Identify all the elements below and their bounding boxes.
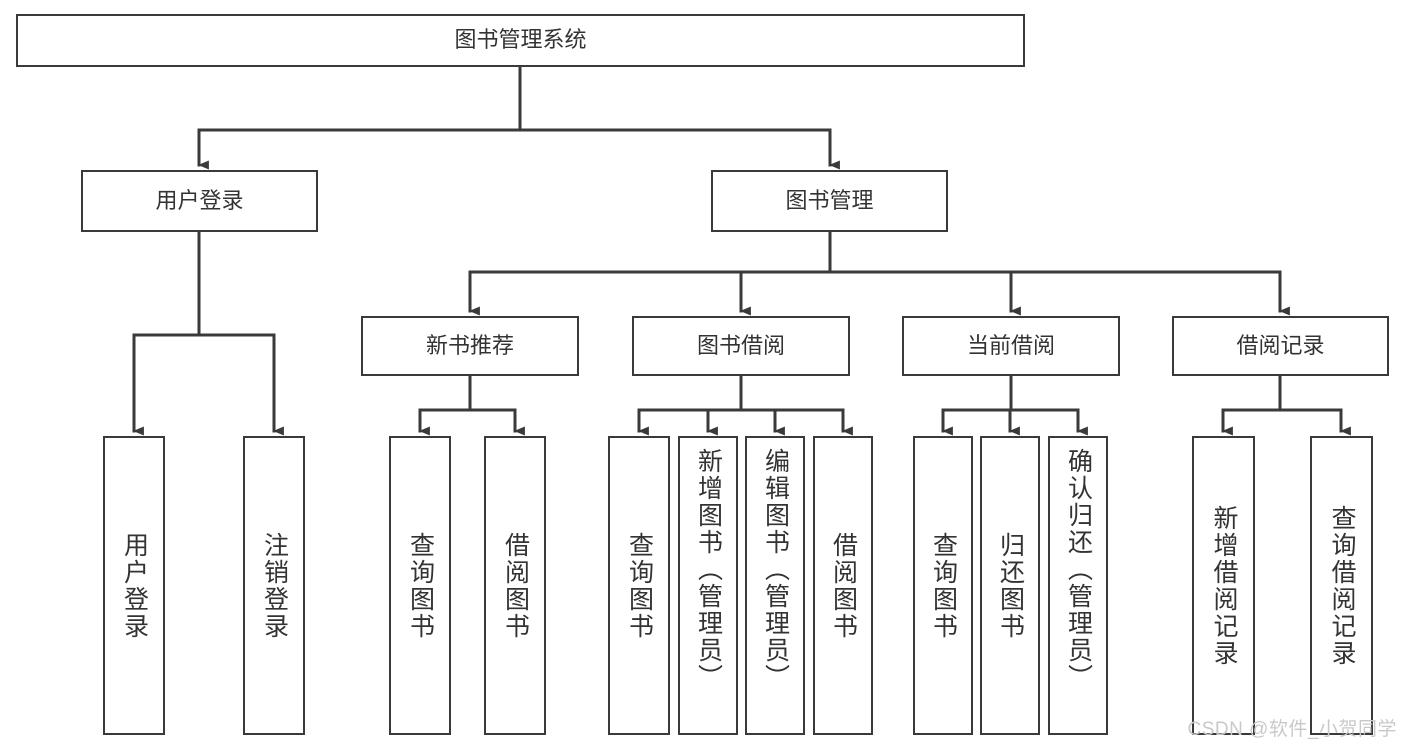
- node-leaf-add-book[interactable]: 新增图书（管理员）: [678, 436, 738, 735]
- node-leaf-query-book-3[interactable]: 查询图书: [913, 436, 973, 735]
- node-leaf-return-book[interactable]: 归还图书: [980, 436, 1040, 735]
- csdn-watermark: CSDN @软件_小贺同学: [1187, 719, 1397, 740]
- node-leaf-edit-book-label: 编辑图书（管理员）: [761, 448, 790, 691]
- node-leaf-user-login-label: 用户登录: [120, 531, 149, 640]
- node-leaf-borrow-book-1[interactable]: 借阅图书: [484, 436, 546, 735]
- node-user-login[interactable]: 用户登录: [81, 170, 318, 232]
- node-leaf-borrow-book-2-label: 借阅图书: [829, 531, 858, 640]
- node-leaf-query-book-1-label: 查询图书: [406, 531, 435, 640]
- node-leaf-query-book-1[interactable]: 查询图书: [389, 436, 451, 735]
- node-book-borrow-label: 图书借阅: [696, 332, 785, 358]
- node-new-book-rec[interactable]: 新书推荐: [361, 316, 579, 376]
- node-book-borrow[interactable]: 图书借阅: [632, 316, 850, 376]
- node-leaf-user-logout[interactable]: 注销登录: [243, 436, 305, 735]
- node-leaf-query-book-2-label: 查询图书: [625, 531, 654, 640]
- node-leaf-return-book-label: 归还图书: [996, 531, 1025, 640]
- node-leaf-borrow-book-1-label: 借阅图书: [501, 531, 530, 640]
- node-root-label: 图书管理系统: [454, 27, 587, 53]
- node-current-borrow-label: 当前借阅: [966, 332, 1055, 358]
- node-leaf-query-book-3-label: 查询图书: [929, 531, 958, 640]
- node-new-book-rec-label: 新书推荐: [425, 332, 514, 358]
- node-borrow-record-label: 借阅记录: [1236, 332, 1325, 358]
- node-leaf-add-record[interactable]: 新增借阅记录: [1192, 436, 1255, 735]
- node-leaf-add-book-label: 新增图书（管理员）: [694, 448, 723, 691]
- node-leaf-edit-book[interactable]: 编辑图书（管理员）: [745, 436, 805, 735]
- node-leaf-confirm-return[interactable]: 确认归还（管理员）: [1048, 436, 1108, 735]
- node-root[interactable]: 图书管理系统: [16, 14, 1025, 67]
- node-leaf-borrow-book-2[interactable]: 借阅图书: [813, 436, 873, 735]
- node-leaf-user-login[interactable]: 用户登录: [103, 436, 165, 735]
- node-leaf-add-record-label: 新增借阅记录: [1210, 504, 1238, 667]
- node-book-manage-label: 图书管理: [785, 187, 874, 213]
- node-leaf-confirm-return-label: 确认归还（管理员）: [1064, 448, 1093, 691]
- node-borrow-record[interactable]: 借阅记录: [1172, 316, 1389, 376]
- node-leaf-query-book-2[interactable]: 查询图书: [608, 436, 670, 735]
- node-leaf-user-logout-label: 注销登录: [260, 531, 289, 640]
- node-user-login-label: 用户登录: [155, 187, 244, 213]
- node-leaf-query-record-label: 查询借阅记录: [1328, 504, 1356, 667]
- node-leaf-query-record[interactable]: 查询借阅记录: [1310, 436, 1373, 735]
- node-book-manage[interactable]: 图书管理: [711, 170, 948, 232]
- node-current-borrow[interactable]: 当前借阅: [902, 316, 1120, 376]
